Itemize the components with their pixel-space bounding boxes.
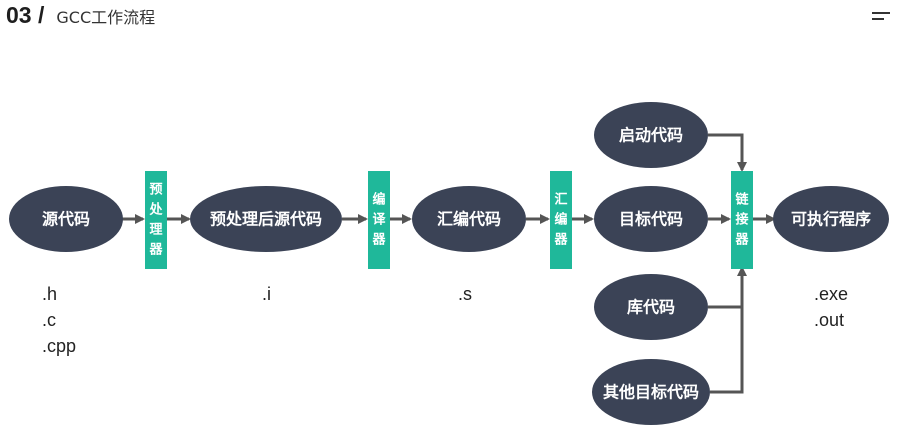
page-title: GCC工作流程 bbox=[56, 8, 156, 27]
arrow-startup-to-linker bbox=[708, 133, 747, 172]
node-preprocessed: 预处理后源代码 bbox=[190, 186, 342, 252]
ext-i: .i bbox=[262, 284, 271, 304]
node-assembly: 汇编代码 bbox=[412, 186, 526, 252]
svg-text:链接器: 链接器 bbox=[734, 192, 749, 248]
page-header: 03 / GCC工作流程 bbox=[6, 2, 155, 32]
ext-cpp: .cpp bbox=[42, 336, 76, 356]
extension-labels: .h .c .cpp .i .s .o .exe .out bbox=[42, 284, 848, 356]
svg-text:预处理器: 预处理器 bbox=[148, 183, 163, 258]
arrows bbox=[122, 133, 776, 394]
ext-s: .s bbox=[458, 284, 472, 304]
svg-text:库代码: 库代码 bbox=[627, 298, 675, 317]
ext-exe: .exe bbox=[814, 284, 848, 304]
ext-h: .h bbox=[42, 284, 57, 304]
ext-out: .out bbox=[814, 310, 844, 330]
svg-text:汇编器: 汇编器 bbox=[553, 193, 568, 248]
svg-text:源代码: 源代码 bbox=[42, 210, 90, 229]
node-library: 库代码 bbox=[594, 274, 708, 340]
svg-text:编译器: 编译器 bbox=[371, 192, 386, 248]
ext-c: .c bbox=[42, 310, 56, 330]
node-object: 目标代码 bbox=[594, 186, 708, 252]
arrow-other-object-to-linker bbox=[710, 300, 744, 394]
section-number: 03 / bbox=[6, 2, 45, 28]
svg-text:其他目标代码: 其他目标代码 bbox=[603, 383, 699, 402]
svg-text:汇编代码: 汇编代码 bbox=[437, 210, 501, 229]
node-other-object: 其他目标代码 bbox=[592, 359, 710, 425]
menu-lines-icon[interactable] bbox=[872, 10, 890, 22]
svg-text:预处理后源代码: 预处理后源代码 bbox=[210, 210, 322, 229]
arrow-library-to-linker bbox=[708, 266, 747, 309]
svg-text:启动代码: 启动代码 bbox=[619, 126, 683, 145]
tool-assembler: 汇编器 bbox=[550, 171, 572, 269]
node-source: 源代码 bbox=[9, 186, 123, 252]
svg-text:目标代码: 目标代码 bbox=[619, 210, 683, 229]
tool-compiler: 编译器 bbox=[368, 171, 390, 269]
svg-text:可执行程序: 可执行程序 bbox=[791, 210, 871, 229]
node-startup: 启动代码 bbox=[594, 102, 708, 168]
tool-preprocessor: 预处理器 bbox=[145, 171, 167, 269]
node-executable: 可执行程序 bbox=[773, 186, 889, 252]
tool-linker: 链接器 bbox=[731, 171, 753, 269]
